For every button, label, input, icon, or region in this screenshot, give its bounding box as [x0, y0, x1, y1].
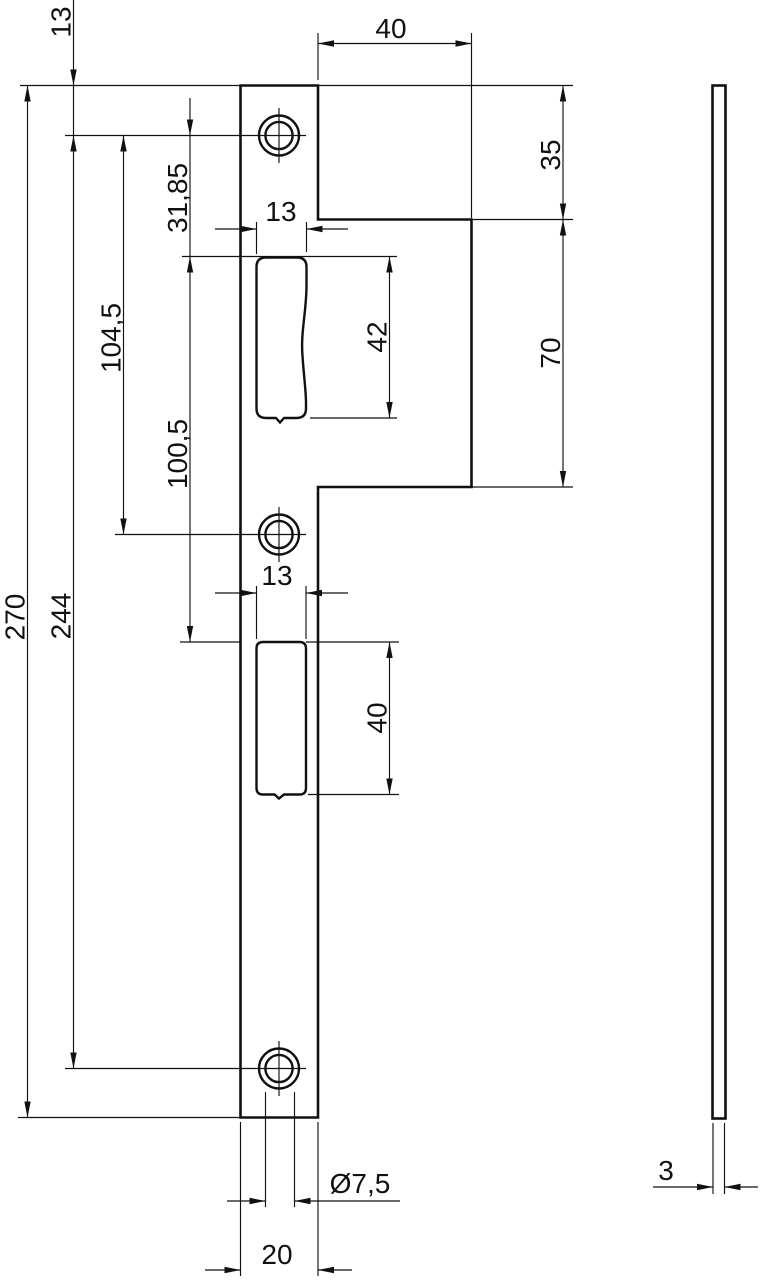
dim-plate-thickness: 3	[653, 1123, 758, 1194]
side-view	[711, 84, 727, 1120]
deadbolt-slot	[255, 640, 308, 801]
dim-latch-slot-width: 13	[215, 196, 348, 254]
dim-label-bolt-slot-width: 13	[261, 560, 292, 591]
screw-hole-bottom	[257, 1047, 301, 1090]
latch-slot	[255, 256, 308, 425]
front-view	[65, 84, 473, 1119]
dim-label-plate-width: 20	[261, 1239, 292, 1270]
extension-lines	[18, 84, 573, 1119]
side-view-plate	[711, 84, 727, 1120]
dim-overall-length: 270	[0, 85, 31, 1118]
dim-label-hole1-to-hole2: 104,5	[96, 303, 127, 373]
screw-hole-top	[257, 114, 301, 157]
dim-label-lip-height: 70	[535, 337, 566, 368]
dim-label-slot-to-slot: 100,5	[162, 419, 193, 489]
dim-bolt-slot-width: 13	[215, 560, 348, 639]
dim-plate-width: 20	[205, 1122, 352, 1276]
dim-slot-chain: 31,85 100,5	[162, 98, 194, 642]
dim-label-hole-diameter: Ø7,5	[330, 1168, 391, 1199]
dim-label-hole-to-latch-slot: 31,85	[162, 163, 193, 233]
dim-label-top-offset: 13	[46, 6, 77, 37]
dim-hole-diameter: Ø7,5	[227, 1092, 400, 1207]
dim-bolt-slot-length: 40	[362, 642, 393, 795]
screw-hole-middle	[257, 513, 301, 556]
dim-top-offset-and-hole-span: 13 244	[46, 0, 77, 1069]
dim-label-latch-slot-length: 42	[362, 321, 393, 352]
dim-label-plate-thickness: 3	[658, 1155, 674, 1186]
dim-lip-projection: 40	[317, 13, 473, 218]
dim-label-top-to-lip: 35	[535, 139, 566, 170]
dim-latch-slot-length: 42	[362, 256, 393, 418]
dim-label-latch-slot-width: 13	[265, 196, 296, 227]
dim-label-lip-projection: 40	[375, 13, 406, 44]
dim-label-overall-length: 270	[0, 594, 31, 641]
faceplate-outline	[239, 84, 473, 1119]
dim-hole1-to-hole2: 104,5	[96, 135, 127, 535]
dim-label-hole-span: 244	[46, 593, 77, 640]
dim-lip-position: 35 70	[535, 85, 567, 487]
dim-label-bolt-slot-length: 40	[362, 702, 393, 733]
